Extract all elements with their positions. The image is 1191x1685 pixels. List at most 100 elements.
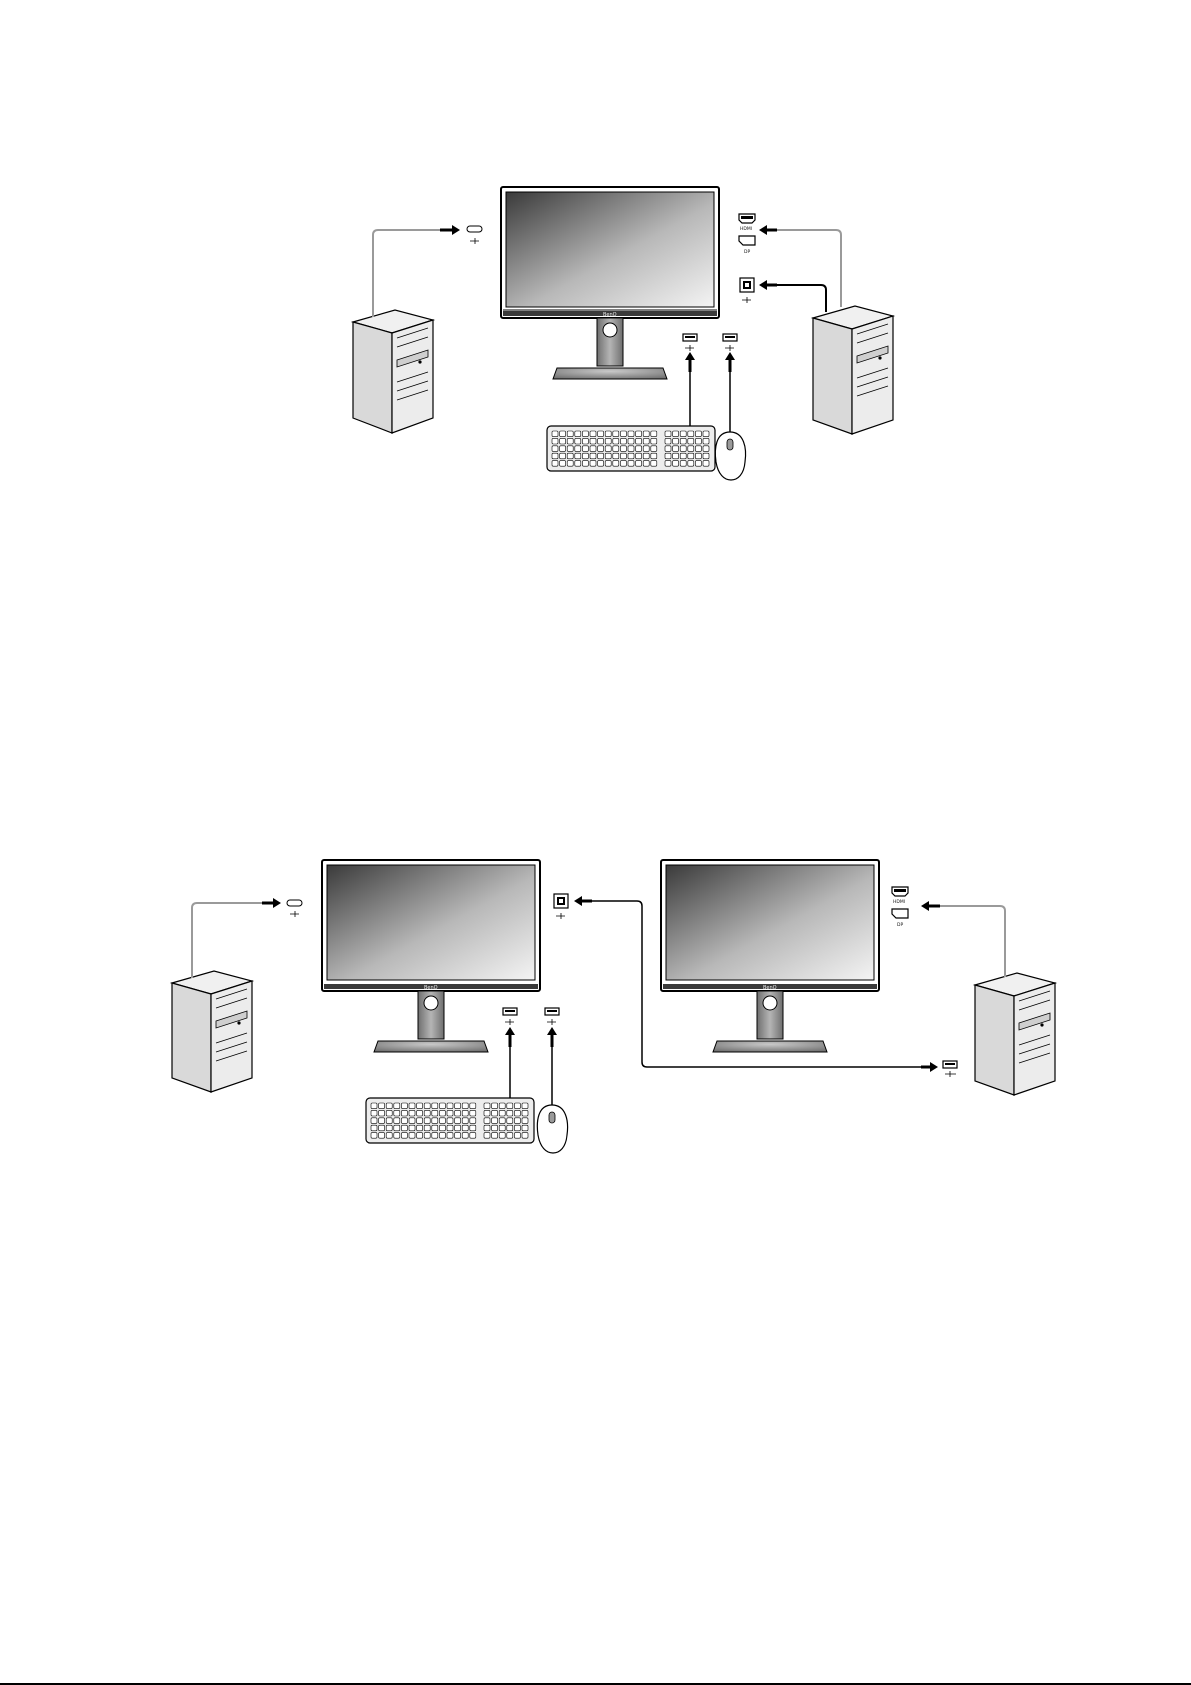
keyboard-key: [598, 461, 604, 467]
keyboard-key: [507, 1110, 513, 1116]
keyboard-key: [552, 446, 558, 452]
hdmi-label: HDMI: [893, 899, 905, 905]
keyboard-key: [590, 431, 596, 437]
keyboard-key: [439, 1118, 445, 1124]
keyboard-key: [386, 1125, 392, 1131]
keyboard-key: [470, 1125, 476, 1131]
keyboard-key: [628, 438, 634, 444]
keyboard-key: [492, 1110, 498, 1116]
keyboard-key: [552, 453, 558, 459]
keyboard-key: [484, 1118, 490, 1124]
keyboard-key: [417, 1125, 423, 1131]
keyboard-key: [703, 453, 709, 459]
usb-c-port-icon: [287, 900, 302, 917]
keyboard-key: [417, 1103, 423, 1109]
right-pc-desktop-tower-icon: [975, 973, 1055, 1095]
keyboard-key: [455, 1125, 461, 1131]
keyboard-key: [499, 1110, 505, 1116]
hdmi-label: HDMI: [740, 226, 752, 232]
keyboard-key: [379, 1133, 385, 1139]
keyboard-key: [665, 453, 671, 459]
brand-logo: BenQ: [603, 312, 617, 318]
keyboard-key: [620, 446, 626, 452]
keyboard-key: [560, 461, 566, 467]
keyboard-key: [409, 1118, 415, 1124]
keyboard-key: [447, 1125, 453, 1131]
keyboard-key: [665, 446, 671, 452]
keyboard-key: [598, 438, 604, 444]
keyboard-key: [560, 438, 566, 444]
keyboard-key: [582, 438, 588, 444]
dp-label: DP: [744, 249, 750, 255]
keyboard-key: [371, 1133, 377, 1139]
keyboard-key: [484, 1110, 490, 1116]
mouse-icon: [715, 432, 745, 480]
keyboard-key: [695, 453, 701, 459]
keyboard-key: [552, 438, 558, 444]
hdmi-port-icon: HDMI: [739, 214, 755, 232]
keyboard-key: [455, 1118, 461, 1124]
keyboard-key: [620, 438, 626, 444]
keyboard-key: [394, 1118, 400, 1124]
keyboard-key: [575, 431, 581, 437]
keyboard-key: [673, 453, 679, 459]
keyboard-key: [514, 1125, 520, 1131]
keyboard-key: [598, 446, 604, 452]
keyboard-key: [590, 453, 596, 459]
keyboard-key: [371, 1118, 377, 1124]
keyboard-key: [703, 438, 709, 444]
keyboard-key: [703, 461, 709, 467]
keyboard-key: [394, 1103, 400, 1109]
usb-c-cable: [192, 903, 262, 978]
keyboard-key: [401, 1110, 407, 1116]
dp-label: DP: [897, 922, 903, 928]
keyboard-key: [401, 1103, 407, 1109]
keyboard-key: [462, 1103, 468, 1109]
keyboard-key: [651, 438, 657, 444]
keyboard-key: [643, 431, 649, 437]
keyboard-key: [401, 1125, 407, 1131]
keyboard-key: [447, 1103, 453, 1109]
keyboard-key: [703, 446, 709, 452]
keyboard-key: [470, 1118, 476, 1124]
keyboard-key: [613, 461, 619, 467]
keyboard-key: [567, 446, 573, 452]
keyboard-key: [424, 1110, 430, 1116]
keyboard-key: [643, 461, 649, 467]
keyboard-key: [484, 1103, 490, 1109]
keyboard-key: [470, 1103, 476, 1109]
keyboard-key: [567, 431, 573, 437]
keyboard-key: [651, 461, 657, 467]
keyboard-keys: [552, 431, 709, 466]
keyboard-key: [590, 446, 596, 452]
keyboard-key: [582, 431, 588, 437]
keyboard-key: [605, 438, 611, 444]
diagram-1-canvas: BenQ HDMI DP: [0, 150, 1191, 490]
keyboard-key: [636, 453, 642, 459]
keyboard-key: [424, 1118, 430, 1124]
keyboard-key: [680, 431, 686, 437]
keyboard-key: [605, 461, 611, 467]
keyboard-key: [636, 438, 642, 444]
keyboard-key: [432, 1118, 438, 1124]
usb-c-port-icon: [467, 226, 482, 244]
usb-a-port-mouse-icon: [545, 1008, 559, 1025]
keyboard-key: [439, 1125, 445, 1131]
keyboard-key: [462, 1110, 468, 1116]
keyboard-key: [620, 461, 626, 467]
keyboard-key: [636, 446, 642, 452]
keyboard-key: [394, 1110, 400, 1116]
keyboard-key: [605, 446, 611, 452]
usb-a-port-keyboard-icon: [503, 1008, 517, 1025]
keyboard-key: [386, 1118, 392, 1124]
usb-b-port-icon: [554, 894, 568, 919]
keyboard-key: [514, 1133, 520, 1139]
right-pc-desktop-tower-icon: [813, 306, 893, 434]
keyboard-key: [379, 1125, 385, 1131]
usb-b-port-icon: [740, 278, 754, 303]
keyboard-key: [424, 1133, 430, 1139]
brand-logo: BenQ: [763, 985, 777, 991]
keyboard-key: [447, 1110, 453, 1116]
keyboard-key: [499, 1118, 505, 1124]
keyboard-key: [507, 1125, 513, 1131]
